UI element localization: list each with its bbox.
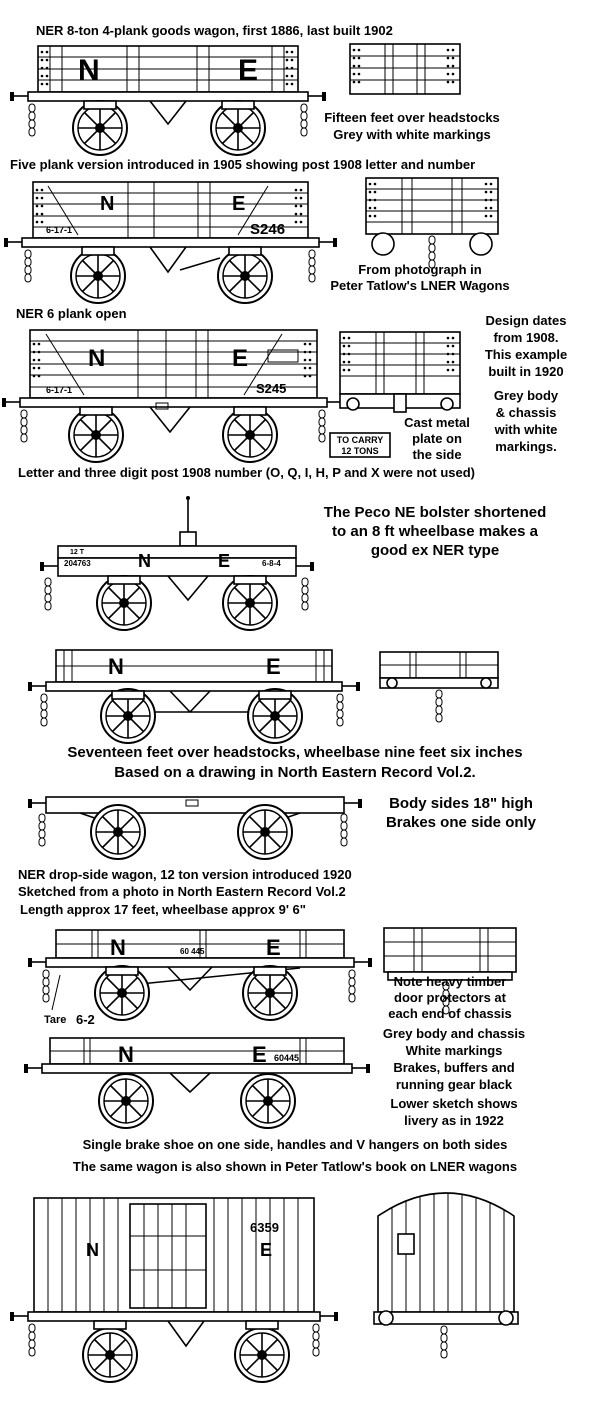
wagon-drop-side-upper: N E 60 445 Tare 6-2 [28, 929, 372, 1027]
caption-note-1: Note heavy timber [393, 974, 507, 989]
caption-design-3: This example [484, 347, 568, 362]
letter-n: N [108, 654, 124, 679]
caption-livery: Grey with white markings [333, 127, 491, 142]
caption-bolster-2: to an 8 ft wheelbase makes a [332, 523, 538, 540]
letter-e: E [266, 654, 281, 679]
letter-n: N [110, 935, 126, 960]
letter-e: E [218, 551, 230, 571]
caption-plate-2: plate on [412, 431, 462, 446]
caption-drawing-source: Based on a drawing in North Eastern Reco… [114, 764, 476, 781]
wagon-number: 204763 [64, 559, 91, 568]
van-side: N E 6359 [10, 1197, 338, 1383]
caption-numbering: Letter and three digit post 1908 number … [18, 465, 476, 480]
wagon-number: S245 [256, 381, 286, 396]
caption-ds-livery-5: Lower sketch shows [390, 1096, 518, 1111]
caption-6-plank-title: NER 6 plank open [16, 306, 127, 321]
letter-e: E [252, 1042, 267, 1067]
tare-weight: 6-17-1 [46, 225, 72, 235]
letter-n: N [88, 345, 105, 372]
wagon-drop-side-lower: N E 60445 [24, 1037, 370, 1129]
caption-design-1: Design dates [485, 313, 567, 328]
caption-ds-livery-2: White markings [405, 1043, 503, 1058]
caption-source-1: From photograph in [358, 262, 482, 277]
capacity-label: 12 T [70, 549, 85, 556]
plate-line-2: 12 TONS [341, 446, 378, 456]
wagon-number: 60 445 [180, 947, 205, 956]
caption-design-4: built in 1920 [488, 364, 564, 379]
caption-ds-livery-4: running gear black [395, 1077, 513, 1092]
caption-ds-source: The same wagon is also shown in Peter Ta… [72, 1159, 518, 1174]
wagon-bolster-side: 12 T 204763 N E 6-8-4 [40, 496, 314, 631]
wagon-4-plank-side: N E [10, 45, 326, 156]
wagon-5-plank-end [365, 177, 499, 269]
caption-plate-3: the side [412, 447, 462, 462]
caption-drop-side-source: Sketched from a photo in North Eastern R… [18, 884, 346, 899]
letter-e: E [238, 54, 258, 87]
wagon-low-open-end [379, 651, 499, 723]
caption-ds-livery-6: livery as in 1922 [404, 1113, 504, 1128]
wagon-4-plank-end [349, 43, 461, 95]
wagon-6-plank-end [339, 331, 461, 413]
load-plate: TO CARRY 12 TONS [329, 432, 391, 458]
letter-n: N [138, 551, 151, 571]
caption-livery-1: Grey body [493, 388, 559, 403]
caption-ds-livery-1: Grey body and chassis [382, 1026, 526, 1041]
letter-n: N [100, 193, 114, 215]
wagon-6-plank-side: N E 6-17-1 S245 [2, 329, 345, 463]
caption-drop-side-length: Length approx 17 feet, wheelbase approx … [20, 902, 306, 917]
letter-n: N [86, 1240, 99, 1260]
caption-body-height: Body sides 18" high [389, 795, 533, 812]
letter-n: N [118, 1042, 134, 1067]
caption-dimensions: Seventeen feet over headstocks, wheelbas… [67, 744, 523, 761]
caption-plate-1: Cast metal [404, 415, 470, 430]
tare-weight: 6-17-1 [46, 385, 72, 395]
wagon-number: S246 [250, 221, 285, 238]
caption-bolster-1: The Peco NE bolster shortened [323, 504, 547, 521]
caption-livery-2: & chassis [495, 405, 557, 420]
wagon-number: 60445 [274, 1053, 299, 1063]
letter-e: E [260, 1240, 272, 1260]
wagon-drop-side-end [383, 927, 517, 1015]
caption-ds-livery-3: Brakes, buffers and [393, 1060, 515, 1075]
letter-e: E [232, 345, 248, 372]
caption-design-2: from 1908. [493, 330, 559, 345]
letter-e: E [266, 935, 281, 960]
caption-length: Fifteen feet over headstocks [324, 110, 500, 125]
tare-weight: 6-2 [76, 1012, 95, 1027]
wagon-flat-side [28, 796, 362, 860]
caption-brake-details: Single brake shoe on one side, handles a… [82, 1137, 508, 1152]
van-end [373, 1192, 519, 1359]
wagon-number: 6359 [250, 1220, 279, 1235]
wagon-low-open-side: N E [28, 649, 360, 744]
caption-brakes: Brakes one side only [385, 814, 537, 831]
caption-bolster-3: good ex NER type [370, 542, 500, 559]
caption-source-2: Peter Tatlow's LNER Wagons [330, 278, 510, 293]
caption-5-plank-title: Five plank version introduced in 1905 sh… [10, 157, 476, 172]
tare-weight: 6-8-4 [262, 559, 281, 568]
caption-drop-side-title: NER drop-side wagon, 12 ton version intr… [18, 867, 352, 882]
caption-note-3: each end of chassis [388, 1006, 512, 1021]
letter-e: E [232, 193, 245, 215]
caption-livery-3: with white [494, 422, 558, 437]
caption-livery-4: markings. [495, 439, 557, 454]
letter-n: N [78, 54, 100, 87]
plate-line-1: TO CARRY [337, 435, 384, 445]
caption-4-plank-title: NER 8-ton 4-plank goods wagon, first 188… [36, 23, 393, 38]
wagon-5-plank-side: N E 6-17-1 S246 [4, 181, 337, 304]
caption-note-2: door protectors at [394, 990, 506, 1005]
tare-label: Tare [44, 1014, 66, 1026]
